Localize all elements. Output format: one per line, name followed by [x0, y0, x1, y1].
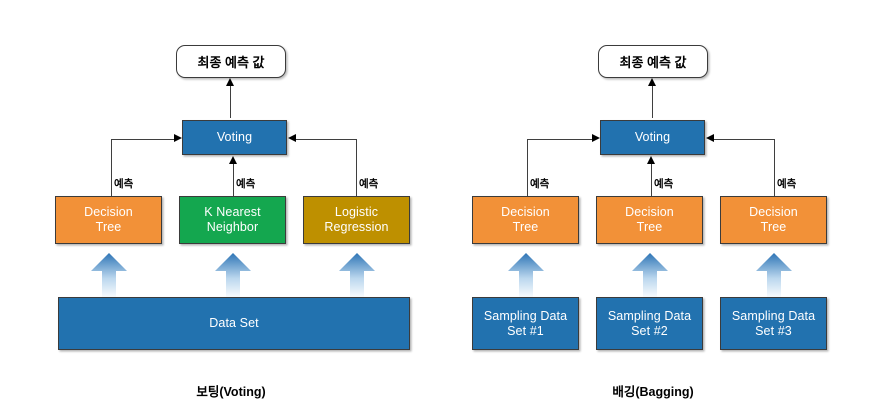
- connector-lr-vertical-voting: [356, 139, 358, 196]
- arrowhead-voting-to-final-bagging-icon: [648, 78, 656, 86]
- block-arrow-dataset-to-knn-icon: [214, 253, 252, 299]
- arrowhead-lr-to-voting-icon: [288, 134, 296, 142]
- edge-label-predict-dt2-bagging: 예측: [654, 178, 674, 190]
- model-box-logistic-regression-voting: Logistic Regression: [303, 196, 410, 244]
- block-arrow-sample3-to-tree3-icon: [755, 253, 793, 299]
- panel-caption-bagging: 배깅(Bagging): [612, 385, 694, 399]
- arrowhead-dt2-to-voting-icon: [647, 156, 655, 164]
- arrowhead-voting-to-final-icon: [226, 78, 234, 86]
- edge-label-predict-lr-voting: 예측: [359, 178, 379, 190]
- source-box-data-set-voting: Data Set: [58, 297, 410, 350]
- block-arrow-sample1-to-tree1-icon: [507, 253, 545, 299]
- edge-label-predict-knn-voting: 예측: [236, 178, 256, 190]
- connector-dt3-vertical-bagging: [774, 139, 776, 196]
- aggregator-box-voting-bagging: Voting: [600, 120, 705, 155]
- arrowhead-dt3-to-voting-icon: [706, 134, 714, 142]
- final-prediction-box-voting: 최종 예측 값: [176, 45, 286, 78]
- model-box-decision-tree-1-bagging: Decision Tree: [472, 196, 579, 244]
- connector-voting-to-final: [230, 85, 232, 118]
- connector-dt-horizontal-voting: [111, 139, 175, 141]
- connector-dt1-vertical-bagging: [527, 139, 529, 196]
- model-box-k-nearest-neighbor-voting: K Nearest Neighbor: [179, 196, 286, 244]
- source-box-sampling-data-set-2: Sampling Data Set #2: [596, 297, 703, 350]
- connector-knn-vertical-voting: [233, 163, 235, 196]
- model-box-decision-tree-2-bagging: Decision Tree: [596, 196, 703, 244]
- edge-label-predict-dt-voting: 예측: [114, 178, 134, 190]
- source-box-sampling-data-set-1: Sampling Data Set #1: [472, 297, 579, 350]
- edge-label-predict-dt1-bagging: 예측: [530, 178, 550, 190]
- arrowhead-dt-to-voting-icon: [174, 134, 182, 142]
- connector-dt1-horizontal-bagging: [527, 139, 593, 141]
- connector-dt-vertical-voting: [111, 139, 113, 196]
- source-box-sampling-data-set-3: Sampling Data Set #3: [720, 297, 827, 350]
- model-box-decision-tree-3-bagging: Decision Tree: [720, 196, 827, 244]
- connector-lr-horizontal-voting: [295, 139, 357, 141]
- arrowhead-knn-to-voting-icon: [229, 156, 237, 164]
- block-arrow-sample2-to-tree2-icon: [631, 253, 669, 299]
- aggregator-box-voting: Voting: [182, 120, 287, 155]
- connector-voting-to-final-bagging: [652, 85, 654, 118]
- block-arrow-dataset-to-decision-tree-icon: [90, 253, 128, 299]
- block-arrow-dataset-to-logistic-regression-icon: [338, 253, 376, 299]
- model-box-decision-tree-voting: Decision Tree: [55, 196, 162, 244]
- edge-label-predict-dt3-bagging: 예측: [777, 178, 797, 190]
- panel-caption-voting: 보팅(Voting): [196, 385, 266, 399]
- connector-dt3-horizontal-bagging: [713, 139, 775, 141]
- final-prediction-box-bagging: 최종 예측 값: [598, 45, 708, 78]
- connector-dt2-vertical-bagging: [651, 163, 653, 196]
- arrowhead-dt1-to-voting-icon: [592, 134, 600, 142]
